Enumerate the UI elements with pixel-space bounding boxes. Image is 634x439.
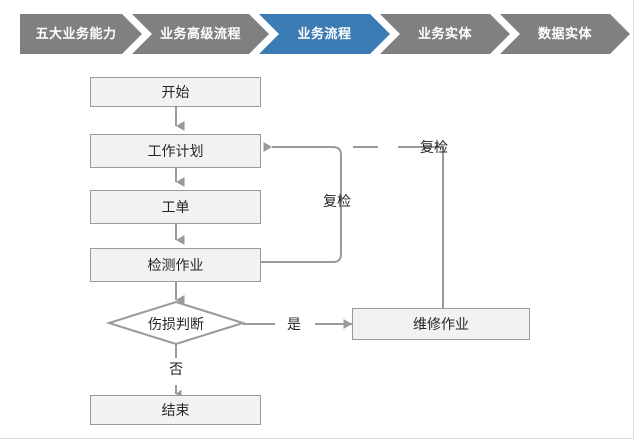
breadcrumb-chevron-5[interactable] — [500, 14, 630, 54]
breadcrumb-chevron-3[interactable] — [259, 14, 390, 54]
breadcrumb: 五大业务能力 业务高级流程 业务流程 业务实体 数据实体 — [0, 0, 633, 62]
node-order[interactable]: 工单 — [90, 190, 261, 224]
breadcrumb-chevron-4[interactable] — [380, 14, 510, 54]
node-decide-label-wrap: 伤损判断 — [109, 310, 243, 337]
node-end-label: 结束 — [161, 402, 190, 418]
edge-label-no: 否 — [169, 361, 183, 377]
edge-repair-to-plan-recheck — [398, 146, 444, 308]
node-decide-shape[interactable] — [105, 300, 247, 346]
node-repair[interactable]: 维修作业 — [352, 308, 530, 340]
node-inspect[interactable]: 检测作业 — [90, 248, 261, 282]
breadcrumb-item-1-label: 五大业务能力 — [35, 26, 117, 41]
node-order-label: 工单 — [161, 199, 190, 215]
node-end[interactable]: 结束 — [90, 395, 261, 425]
breadcrumb-chevron-2[interactable] — [132, 14, 269, 54]
node-inspect-label: 检测作业 — [147, 257, 204, 273]
breadcrumb-item-5-label: 数据实体 — [537, 26, 592, 41]
breadcrumb-item-2-label: 业务高级流程 — [159, 26, 241, 41]
node-plan-label: 工作计划 — [147, 143, 204, 159]
node-repair-label: 维修作业 — [413, 316, 469, 332]
node-start[interactable]: 开始 — [90, 77, 261, 107]
edge-label-recheck-inner: 复检 — [323, 193, 351, 209]
edge-inspect-to-plan-recheck — [261, 142, 342, 263]
edge-label-recheck-outer: 复检 — [420, 139, 448, 155]
breadcrumb-shapes — [20, 14, 630, 54]
node-start-label: 开始 — [161, 84, 190, 100]
breadcrumb-chevron-1[interactable] — [20, 14, 142, 54]
node-decide-label: 伤损判断 — [148, 315, 204, 332]
node-plan[interactable]: 工作计划 — [90, 134, 261, 168]
breadcrumb-item-4-label: 业务实体 — [417, 26, 472, 41]
edge-label-yes: 是 — [287, 316, 301, 332]
breadcrumb-item-3-label: 业务流程 — [297, 26, 352, 41]
